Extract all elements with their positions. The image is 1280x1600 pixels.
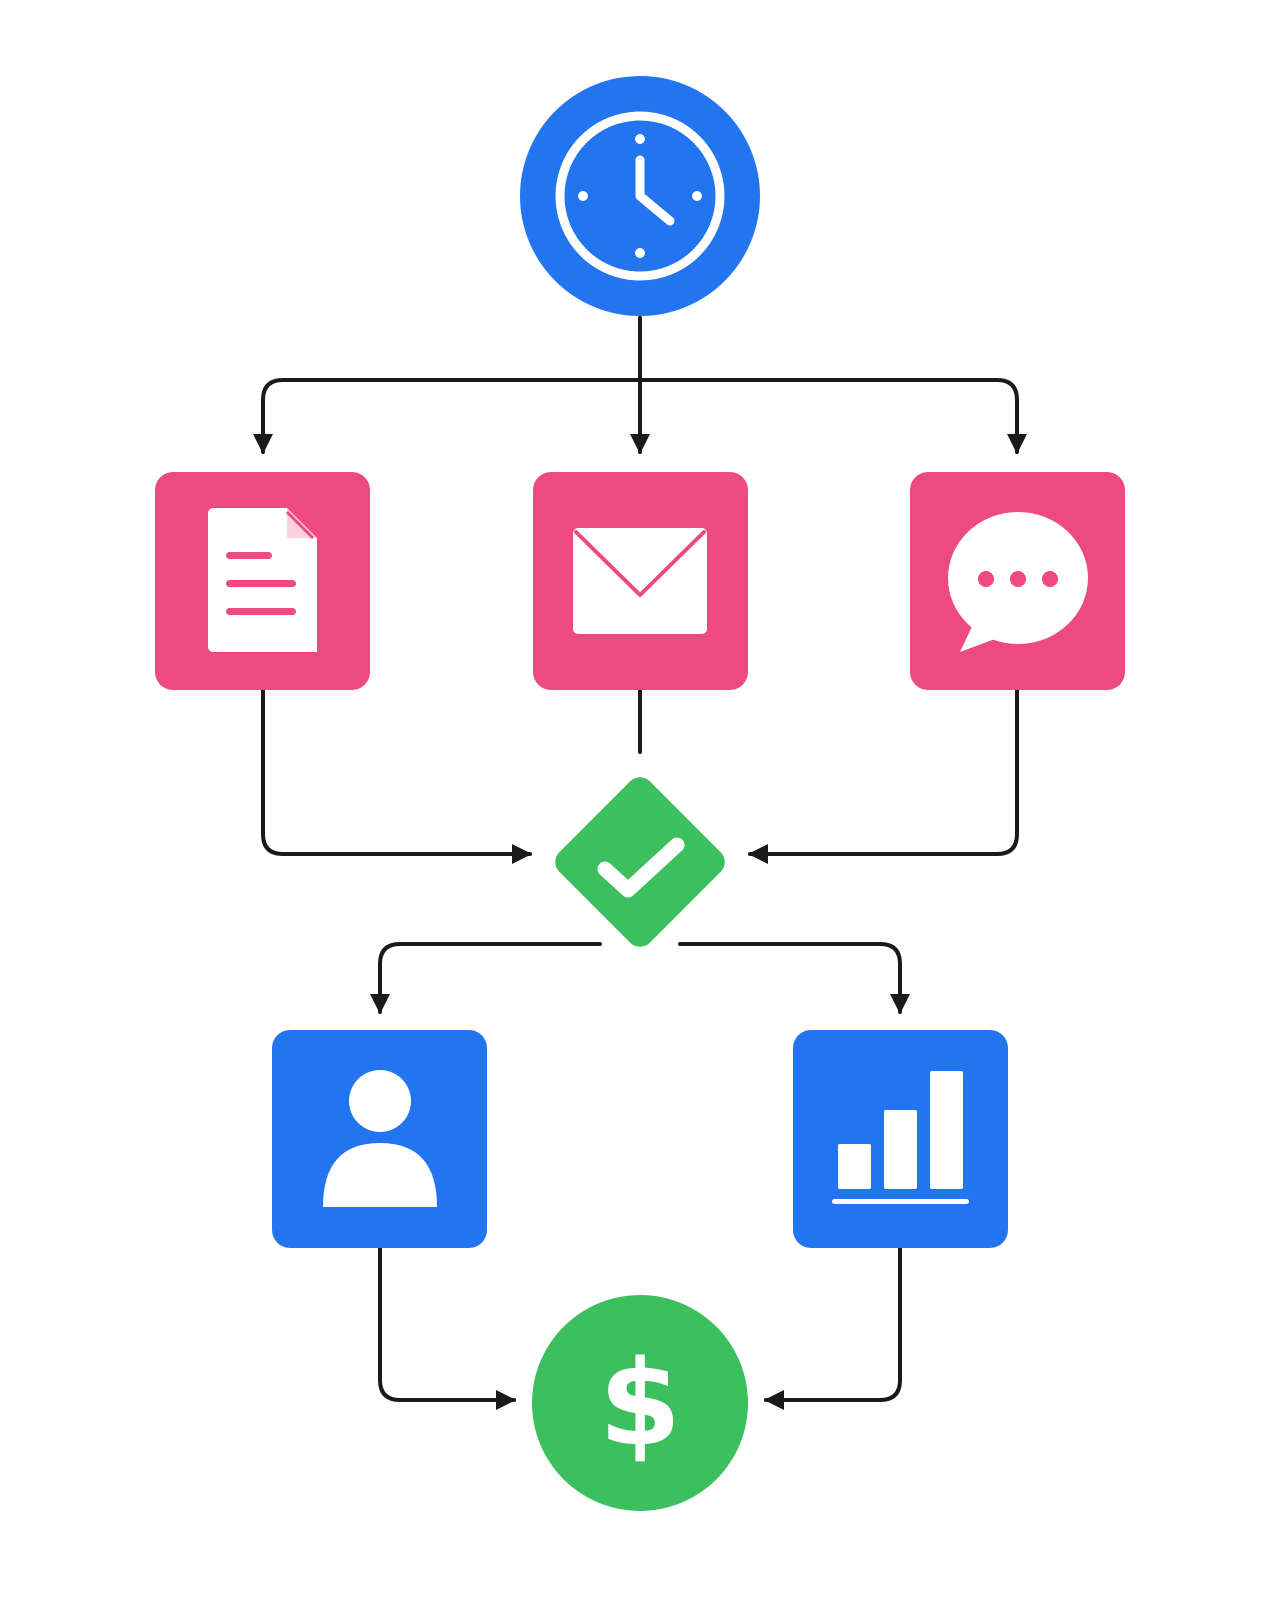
dollar-icon: $ <box>599 1334 681 1472</box>
checkmark-icon <box>597 837 685 898</box>
analytics-node[interactable] <box>793 1030 1008 1248</box>
clock-icon <box>555 111 725 281</box>
approve-node[interactable] <box>549 771 730 952</box>
edge-user-to-payment <box>378 1245 516 1410</box>
edge-approve-to-analytics <box>678 942 910 1014</box>
edge-approve-to-user <box>370 942 602 1014</box>
clock-node[interactable] <box>520 76 760 316</box>
payment-node[interactable]: $ <box>532 1295 748 1511</box>
edge-analytics-to-payment <box>764 1245 902 1410</box>
edge-clock-to-chat <box>638 378 1027 454</box>
envelope-icon <box>573 528 707 634</box>
payment-node-background <box>532 1295 748 1511</box>
edge-document-to-approve <box>261 688 532 864</box>
user-node[interactable] <box>272 1030 487 1248</box>
bar-chart-icon <box>832 1071 969 1204</box>
edge-chat-to-approve <box>748 688 1019 864</box>
document-icon <box>208 508 317 652</box>
user-icon <box>323 1070 437 1207</box>
approve-node-background <box>555 777 725 947</box>
chat-bubble-icon <box>948 512 1088 652</box>
connectors <box>253 316 1027 1410</box>
email-node[interactable] <box>533 472 748 690</box>
user-node-background <box>272 1030 487 1248</box>
document-node[interactable] <box>155 472 370 690</box>
chat-node[interactable] <box>910 472 1125 690</box>
edge-clock-to-document <box>253 316 642 454</box>
